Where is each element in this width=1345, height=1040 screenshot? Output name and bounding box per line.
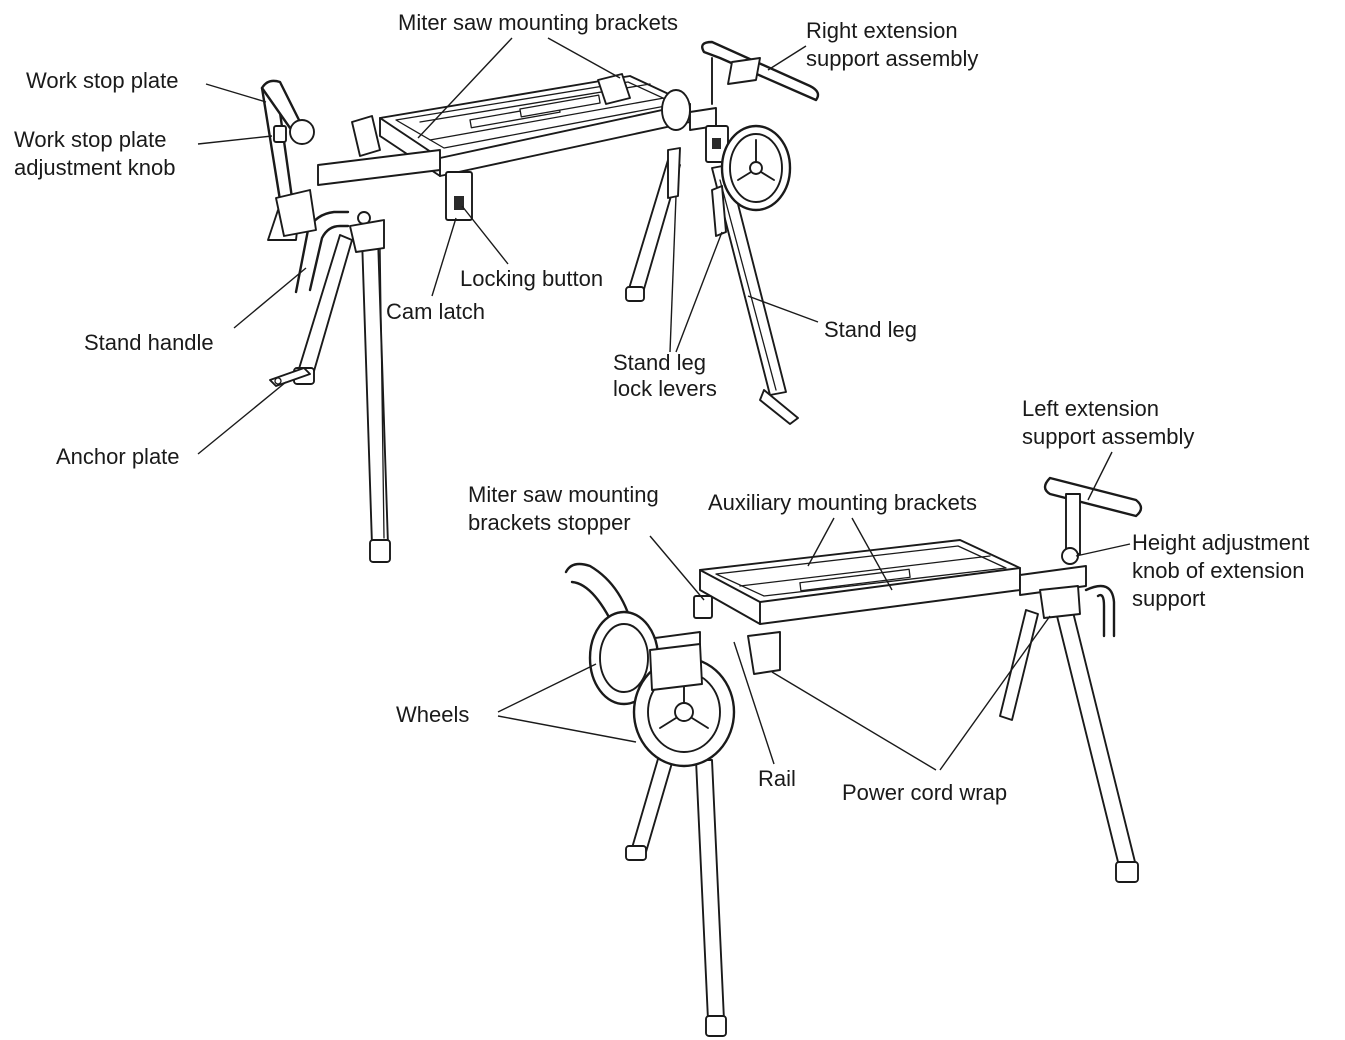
leader-anchor-plate (197, 381, 287, 455)
leader-right-extension (767, 45, 807, 71)
label-anchor-plate: Anchor plate (56, 444, 180, 469)
label-height-knob-line2: knob of extension (1132, 558, 1305, 583)
label-miter-saw-mounting-brackets: Miter saw mounting brackets (398, 10, 678, 35)
bottom-legs (625, 607, 1139, 1037)
bottom-stand (564, 476, 1143, 1037)
label-work-stop-plate: Work stop plate (26, 68, 179, 93)
leader-leg-lock-b (675, 231, 723, 353)
top-stand (260, 40, 820, 563)
leader-rail (733, 641, 775, 765)
leader-lines (197, 37, 1131, 771)
label-stand-handle: Stand handle (84, 330, 214, 355)
label-bracket-stopper-line2: brackets stopper (468, 510, 631, 535)
leader-work-stop-knob (197, 135, 273, 145)
leader-aux-brackets-b (851, 517, 893, 591)
top-right-extension (701, 40, 820, 105)
label-cam-latch: Cam latch (386, 299, 486, 324)
leader-aux-brackets-a (807, 517, 835, 567)
label-left-extension-line2: support assembly (1022, 424, 1195, 449)
label-right-extension-line2: support assembly (806, 46, 979, 71)
leader-miter-saw-brackets-a (417, 37, 513, 139)
leader-cam-latch (431, 217, 457, 297)
leader-leg-lock-a (669, 195, 677, 353)
label-stand-leg: Stand leg (824, 317, 917, 342)
top-wheel (661, 89, 792, 212)
top-frame (317, 73, 729, 221)
leader-work-stop-plate (205, 83, 267, 103)
label-auxiliary-mounting-brackets: Auxiliary mounting brackets (708, 490, 978, 515)
top-handle-and-stop (260, 79, 385, 387)
leader-wheels-b (497, 715, 637, 743)
bottom-left-extension (1043, 476, 1143, 638)
leader-height-knob (1075, 543, 1131, 557)
label-left-extension-line1: Left extension (1022, 396, 1159, 421)
leader-wheels-a (497, 663, 597, 713)
leader-bracket-stopper (649, 535, 705, 601)
leader-locking-button (461, 205, 509, 265)
leader-stand-leg (747, 295, 819, 323)
label-stand-leg-lock-line1: Stand leg (613, 350, 706, 375)
label-work-stop-knob-line2: adjustment knob (14, 155, 176, 180)
bottom-wheels (588, 610, 736, 768)
label-locking-button: Locking button (460, 266, 604, 291)
leader-power-cord-b (939, 615, 1051, 771)
label-work-stop-knob-line1: Work stop plate (14, 127, 167, 152)
label-stand-leg-lock-line2: lock levers (613, 376, 717, 401)
label-right-extension-line1: Right extension (806, 18, 958, 43)
leader-stand-handle (233, 267, 307, 329)
label-bracket-stopper-line1: Miter saw mounting (468, 482, 659, 507)
label-power-cord-wrap: Power cord wrap (842, 780, 1008, 805)
leader-miter-saw-brackets-b (547, 37, 621, 79)
top-front-left-leg (361, 237, 391, 563)
label-height-knob-line1: Height adjustment (1132, 530, 1310, 555)
label-rail: Rail (758, 766, 796, 791)
label-wheels: Wheels (396, 702, 470, 727)
leader-power-cord-a (771, 671, 937, 771)
top-leg-lock-levers (667, 147, 727, 237)
leader-left-extension (1087, 451, 1113, 501)
label-height-knob-line3: support (1132, 586, 1206, 611)
